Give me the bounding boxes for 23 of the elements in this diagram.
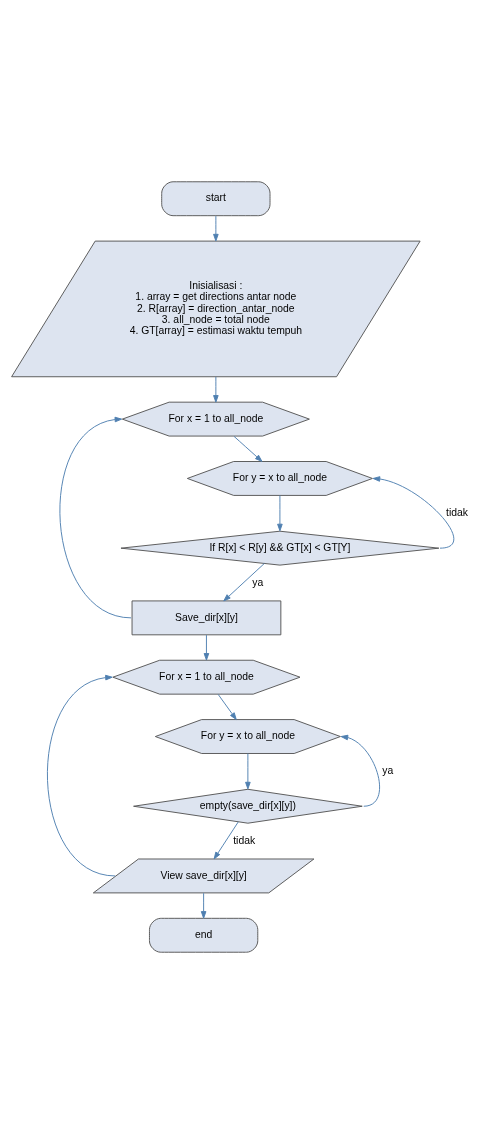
arrow [203, 634, 210, 661]
edge-label: tidak [446, 506, 468, 518]
node-box: start [161, 180, 271, 216]
arrow [277, 494, 283, 531]
node-box: Save_dir[x][y] [131, 599, 282, 635]
arrow [372, 475, 455, 549]
arrow [213, 820, 239, 859]
node-diamond: empty(save_dir[x][y]) [133, 788, 363, 824]
edge-label: ya [252, 576, 264, 588]
arrow [340, 734, 380, 807]
arrow [223, 562, 265, 601]
arrow [217, 693, 237, 720]
arrow [245, 752, 251, 789]
arrow [59, 416, 132, 618]
arrow [200, 892, 207, 919]
arrow [213, 215, 219, 241]
edge-label: ya [382, 764, 394, 776]
node-box: end [149, 917, 259, 953]
node-diamond: If R[x] < R[y] && GT[x] < GT[Y] [120, 530, 440, 566]
arrow [47, 674, 116, 876]
edge-label: tidak [233, 834, 256, 846]
arrow [233, 435, 263, 462]
arrow [213, 375, 219, 403]
